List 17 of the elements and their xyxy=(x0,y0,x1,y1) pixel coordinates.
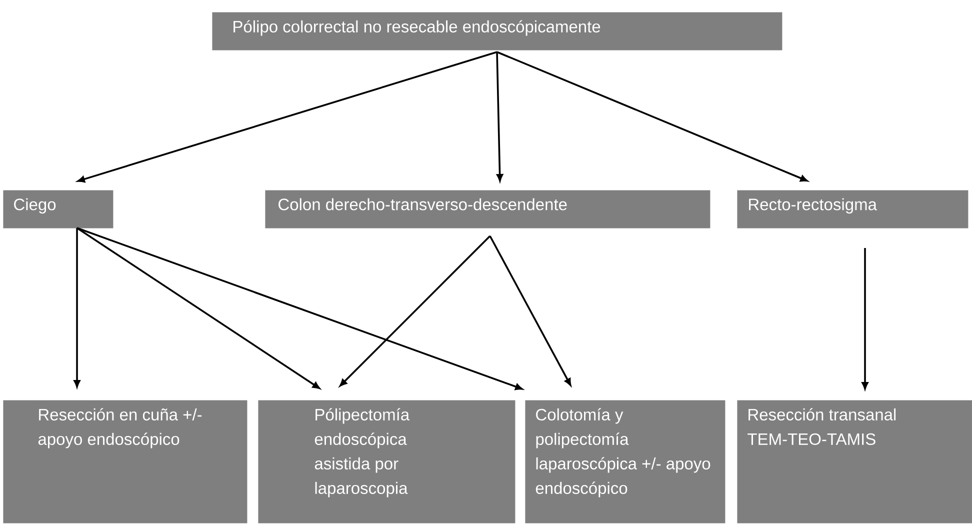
process-box: Pólipectomía endoscópica asistida por laparoscopia xyxy=(258,400,516,524)
arrow xyxy=(489,236,572,386)
arrow xyxy=(77,51,498,182)
process-box: Recto-rectosigma xyxy=(737,190,968,228)
arrow xyxy=(862,248,868,390)
arrow xyxy=(496,51,808,182)
process-box: Colon derecho-transverso-descendente xyxy=(265,190,710,228)
arrow xyxy=(74,228,80,388)
arrow xyxy=(76,227,320,389)
arrow xyxy=(76,227,523,390)
process-box: Colotomía y polipectomía laparoscópica +/- apoyo endoscópico xyxy=(525,400,726,524)
process-box: Resección en cuña +/- apoyo endoscópico xyxy=(3,400,248,524)
process-box: Pólipo colorrectal no resecable endoscópicamente xyxy=(212,12,782,50)
arrow xyxy=(496,52,504,182)
process-box: Ciego xyxy=(3,190,114,228)
arrow xyxy=(340,235,491,386)
process-box: Resección transanal TEM-TEO-TAMIS xyxy=(737,400,972,524)
